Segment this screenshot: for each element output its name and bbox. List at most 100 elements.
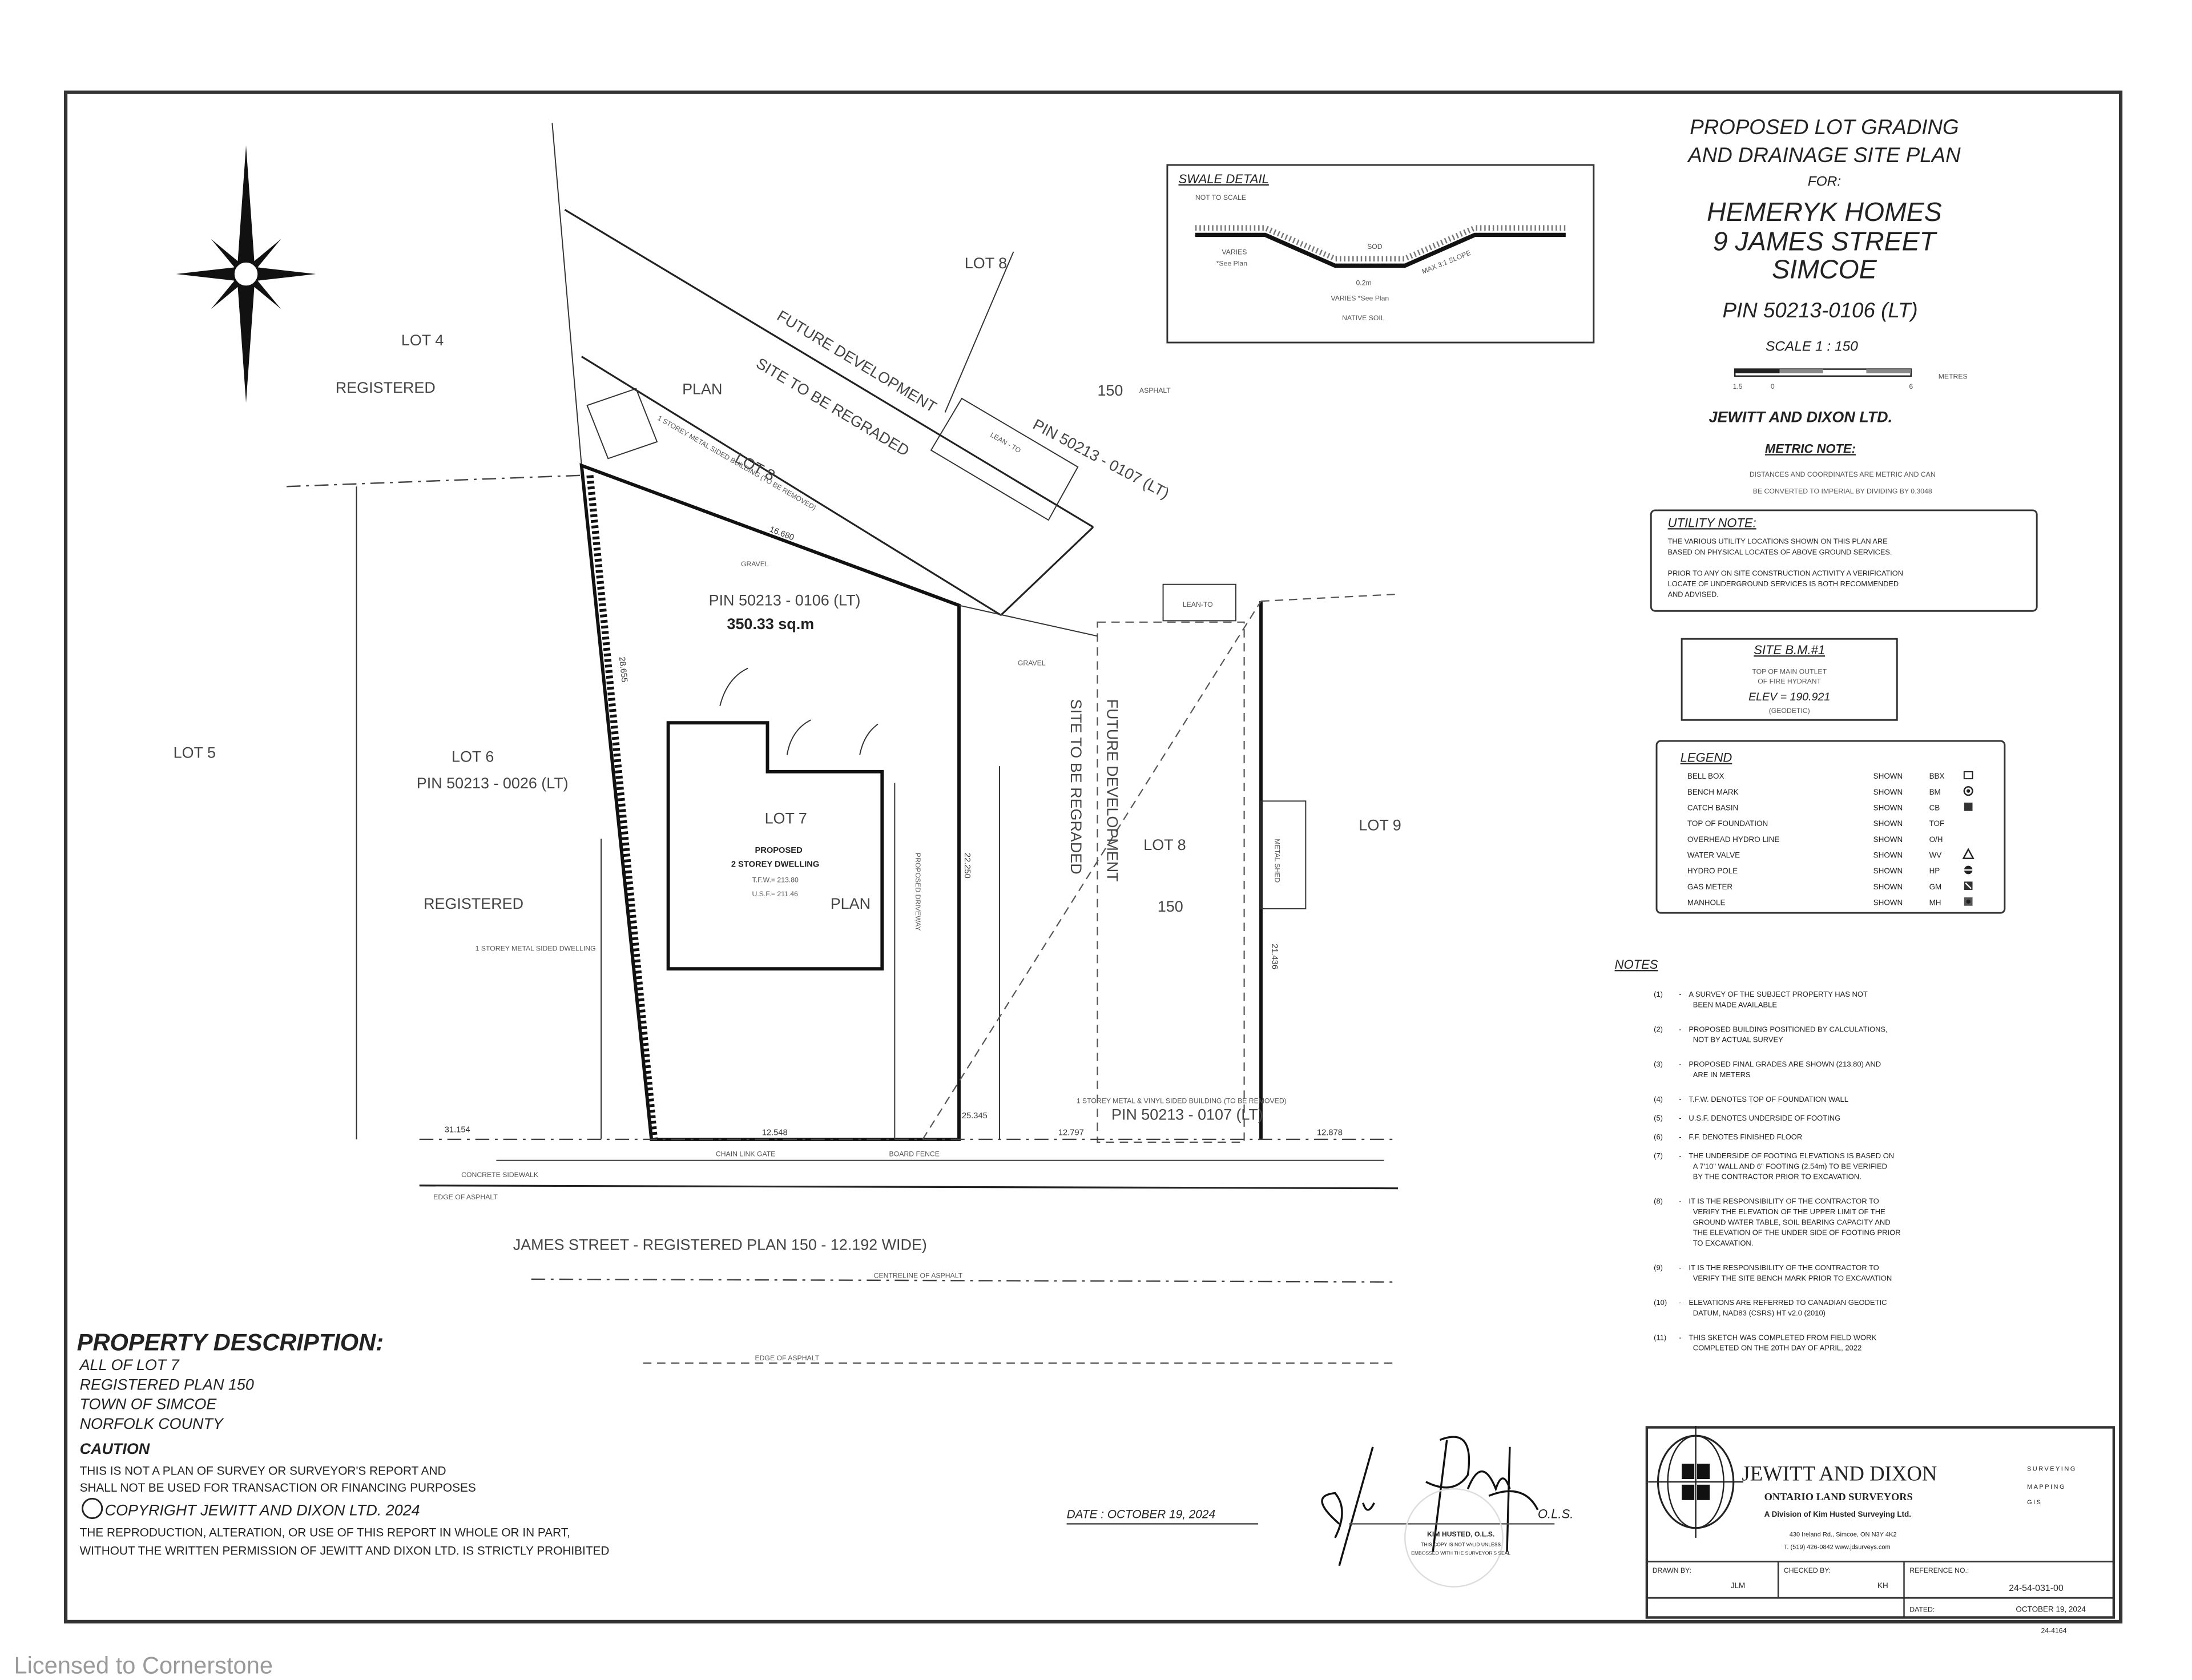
legend-item-status: SHOWN: [1873, 835, 1903, 844]
legend-item-status: SHOWN: [1873, 772, 1903, 780]
note-line: PROPOSED FINAL GRADES ARE SHOWN (213.80)…: [1689, 1060, 1881, 1069]
asphalt-label: ASPHALT: [1139, 386, 1171, 394]
dimension-label: 12.548: [762, 1129, 788, 1138]
service-label: SURVEYING: [2027, 1465, 2077, 1472]
title-block: JEWITT AND DIXON ONTARIO LAND SURVEYORS …: [1645, 1425, 2116, 1634]
note-line: GROUND WATER TABLE, SOIL BEARING CAPACIT…: [1693, 1218, 1891, 1226]
lot-label: LOT 7: [765, 809, 807, 827]
company-logo: [1648, 1425, 1743, 1538]
note-line: F.F. DENOTES FINISHED FLOOR: [1689, 1133, 1802, 1141]
stamp-line: EMBOSSED WITH THE SURVEYOR'S SEAL: [1411, 1550, 1510, 1556]
legend-item-label: OVERHEAD HYDRO LINE: [1687, 835, 1779, 844]
legend-item-label: GAS METER: [1687, 883, 1733, 891]
site-bm-line: TOP OF MAIN OUTLET: [1752, 667, 1827, 675]
note-line: THE UNDERSIDE OF FOOTING ELEVATIONS IS B…: [1689, 1151, 1894, 1160]
note-line: VERIFY THE SITE BENCH MARK PRIOR TO EXCA…: [1693, 1274, 1892, 1282]
board-fence-label: BOARD FENCE: [889, 1150, 940, 1158]
sod-label: SOD: [1367, 243, 1383, 251]
pin-label: PIN 50213 - 0106 (LT): [709, 591, 861, 609]
plan-title-line2: AND DRAINAGE SITE PLAN: [1687, 143, 1961, 167]
job-number: 24-4164: [2041, 1626, 2067, 1634]
site-bm-line: OF FIRE HYDRANT: [1758, 678, 1821, 686]
metric-note-heading: METRIC NOTE:: [1765, 442, 1856, 456]
company-address: 430 Ireland Rd., Simcoe, ON N3Y 4K2: [1790, 1531, 1897, 1538]
legend-item-status: SHOWN: [1873, 867, 1903, 875]
driveway-label: PROPOSED DRIVEWAY: [914, 853, 922, 931]
legend-item-status: SHOWN: [1873, 788, 1903, 796]
surveyor-name: KIM HUSTED, O.L.S.: [1427, 1530, 1494, 1538]
note-dash: -: [1679, 1025, 1681, 1033]
dimension-label: 12.797: [1058, 1129, 1084, 1138]
scale-bar: 1.5 0 6 METRES: [1733, 368, 1968, 390]
metric-note-line: DISTANCES AND COORDINATES ARE METRIC AND…: [1750, 470, 1936, 478]
utility-note-line: PRIOR TO ANY ON SITE CONSTRUCTION ACTIVI…: [1668, 569, 1903, 578]
registered-label: REGISTERED: [424, 895, 523, 912]
note-line: PROPOSED BUILDING POSITIONED BY CALCULAT…: [1689, 1025, 1887, 1033]
lot-label: LOT 6: [452, 748, 494, 766]
registered-label: REGISTERED: [336, 379, 436, 396]
proposed-dwelling-footprint: [666, 721, 884, 971]
gravel-label: GRAVEL: [741, 560, 769, 568]
circled-bar-icon: [1964, 865, 1973, 875]
note-line: T.F.W. DENOTES TOP OF FOUNDATION WALL: [1689, 1095, 1848, 1103]
property-line: TOWN OF SIMCOE: [80, 1396, 217, 1413]
dimension-label: 25.345: [962, 1111, 988, 1121]
note-number: (4): [1654, 1095, 1663, 1103]
plan-label: PLAN: [831, 895, 871, 912]
company-subtitle: ONTARIO LAND SURVEYORS: [1764, 1491, 1913, 1502]
plan-linework: [286, 123, 1399, 1364]
note-dash: -: [1679, 1095, 1681, 1103]
note-line: ELEVATIONS ARE REFERRED TO CANADIAN GEOD…: [1689, 1298, 1887, 1307]
stamp-line: THIS COPY IS NOT VALID UNLESS: [1421, 1542, 1501, 1548]
caution-heading: CAUTION: [80, 1440, 150, 1457]
property-description-heading: PROPERTY DESCRIPTION:: [77, 1329, 384, 1356]
legend-item-label: CATCH BASIN: [1687, 803, 1738, 812]
copyright-notice: THE REPRODUCTION, ALTERATION, OR USE OF …: [80, 1526, 570, 1539]
lot-label: LOT 9: [1359, 817, 1401, 834]
dwelling-label: 2 STOREY DWELLING: [731, 860, 820, 869]
legend-heading: LEGEND: [1681, 751, 1732, 765]
usf-label: U.S.F.= 211.46: [752, 890, 799, 898]
legend-item-label: TOP OF FOUNDATION: [1687, 819, 1768, 828]
future-development-label: SITE TO BE REGRADED: [1067, 699, 1085, 875]
note-dash: -: [1679, 1263, 1681, 1272]
company-name: JEWITT AND DIXON: [1742, 1462, 1937, 1485]
lot-label: LOT 8: [1143, 836, 1186, 853]
see-plan-label: *See Plan: [1216, 259, 1248, 267]
note-line: ARE IN METERS: [1693, 1070, 1751, 1079]
note-dash: -: [1679, 1197, 1681, 1206]
manhole-icon: [1964, 897, 1973, 906]
note-dash: -: [1679, 1333, 1681, 1341]
lean-to-label: LEAN-TO: [1183, 601, 1213, 609]
future-development-label: FUTURE DEVELOPMENT: [1104, 699, 1121, 882]
utility-note-heading: UTILITY NOTE:: [1668, 515, 1756, 530]
notes-heading: NOTES: [1615, 957, 1658, 972]
legend-item-label: WATER VALVE: [1687, 851, 1740, 859]
neighbour-dwelling-note: 1 STOREY METAL SIDED DWELLING: [476, 944, 596, 952]
dimension-label: 31.154: [445, 1126, 470, 1135]
note-number: (7): [1654, 1151, 1663, 1160]
drawn-by-label: DRAWN BY:: [1653, 1566, 1691, 1574]
scale-unit: METRES: [1939, 373, 1968, 381]
site-pin: PIN 50213-0106 (LT): [1722, 299, 1917, 322]
legend-item-label: BELL BOX: [1687, 772, 1724, 780]
note-line: BEEN MADE AVAILABLE: [1693, 1001, 1778, 1009]
legend-item-status: SHOWN: [1873, 883, 1903, 891]
varies-label: VARIES: [1222, 248, 1247, 256]
caution-line: SHALL NOT BE USED FOR TRANSACTION OR FIN…: [80, 1481, 476, 1494]
legend-item-label: BENCH MARK: [1687, 788, 1739, 796]
site-bm-heading: SITE B.M.#1: [1754, 643, 1825, 657]
north-arrow-icon: [176, 145, 316, 403]
edge-of-asphalt-label: EDGE OF ASPHALT: [433, 1193, 498, 1201]
lot-label: LOT 8: [965, 255, 1007, 272]
varies-bottom-label: VARIES *See Plan: [1331, 295, 1389, 303]
chain-link-gate-label: CHAIN LINK GATE: [716, 1150, 775, 1158]
building-note: 1 STOREY METAL & VINYL SIDED BUILDING (T…: [1077, 1097, 1287, 1105]
tfw-label: T.F.W.= 213.80: [752, 876, 799, 884]
legend-item-label: MANHOLE: [1687, 899, 1726, 907]
service-label: MAPPING: [2027, 1484, 2066, 1490]
utility-note-line: AND ADVISED.: [1668, 590, 1719, 599]
note-dash: -: [1679, 1133, 1681, 1141]
proposed-label: PROPOSED: [755, 846, 802, 855]
